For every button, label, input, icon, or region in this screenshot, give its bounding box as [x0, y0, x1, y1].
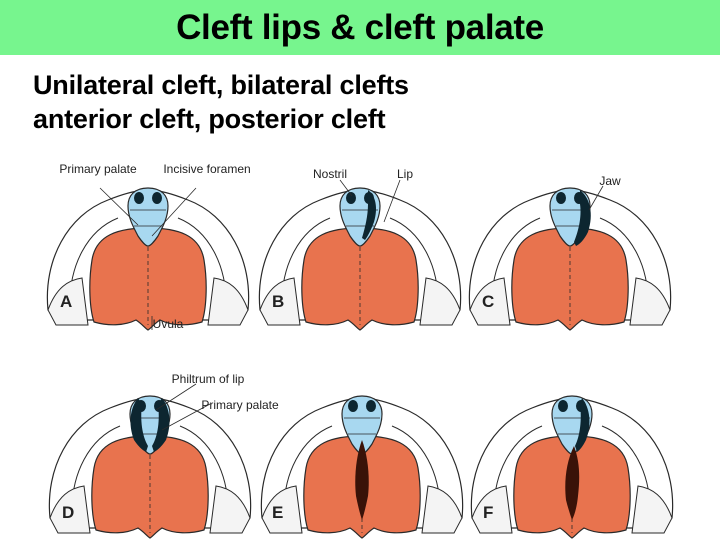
cleft-palate-mark-f [565, 446, 580, 520]
cleft-left-mark [130, 398, 148, 452]
slide-title: Cleft lips & cleft palate [176, 7, 544, 47]
label-uvula: Uvula [153, 317, 184, 331]
panel-e: E [260, 395, 464, 539]
cleft-jaw-mark [574, 190, 591, 246]
label-nostril: Nostril [313, 167, 347, 181]
panel-letter-a: A [60, 292, 72, 311]
subtitle-line-1: Unilateral cleft, bilateral clefts [33, 70, 409, 100]
label-philtrum: Philtrum of lip [172, 372, 245, 386]
label-lip: Lip [397, 167, 413, 181]
cleft-right-mark [152, 398, 170, 452]
panel-letter-e: E [272, 503, 283, 522]
panel-letter-d: D [62, 503, 74, 522]
cleft-palate-mark [355, 440, 369, 520]
label-primary-palate-d: Primary palate [201, 398, 279, 412]
panel-b: Nostril Lip B [258, 167, 462, 331]
label-primary-palate: Primary palate [59, 162, 137, 176]
title-bar: Cleft lips & cleft palate [0, 0, 720, 55]
panel-letter-f: F [483, 503, 493, 522]
panel-letter-c: C [482, 292, 494, 311]
cleft-lip-mark [362, 190, 376, 240]
panel-letter-b: B [272, 292, 284, 311]
panel-f: F [470, 395, 674, 539]
subtitle-line-2: anterior cleft, posterior cleft [33, 104, 386, 134]
panel-c: Jaw C [468, 174, 672, 331]
panel-d: Philtrum of lip Primary palate D [48, 372, 279, 539]
cleft-lip-mark-f [575, 398, 590, 452]
label-jaw: Jaw [599, 174, 621, 188]
panel-a: Primary palate Incisive foramen Uvula A [46, 162, 251, 331]
slide-subtitle: Unilateral cleft, bilateral clefts anter… [33, 68, 409, 136]
label-incisive-foramen: Incisive foramen [163, 162, 250, 176]
